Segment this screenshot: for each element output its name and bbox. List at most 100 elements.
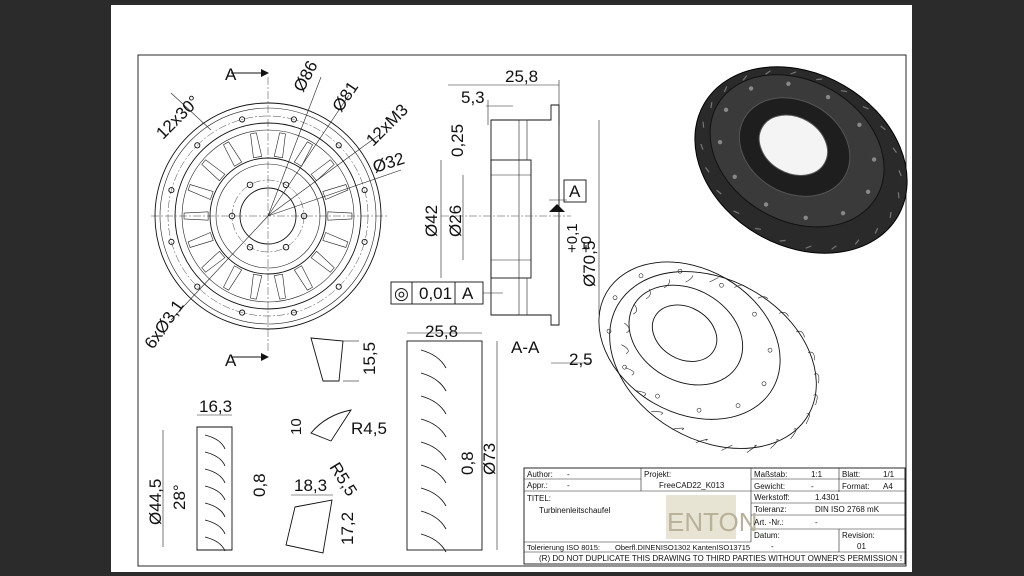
dim-unroll-d: Ø73 bbox=[480, 443, 499, 475]
blade-slot bbox=[187, 184, 214, 200]
blade-slot bbox=[187, 232, 214, 248]
strip-blade bbox=[204, 485, 226, 501]
drawing-sheet: A A Ø86 Ø81 12xM3 Ø32 12x30° 6xØ3,1 25,8… bbox=[111, 5, 912, 572]
datum-value: - bbox=[771, 542, 774, 551]
title-block: ENTON Author: - Appr.: - Projekt: FreeCA… bbox=[523, 467, 906, 565]
section-label: A-A bbox=[511, 338, 540, 357]
copyright-notice: (R) DO NOT DUPLICATE THIS DRAWING TO THI… bbox=[539, 554, 902, 563]
werkstoff-value: 1.4301 bbox=[815, 493, 840, 502]
dim-d26: Ø26 bbox=[446, 205, 465, 237]
appr-label: Appr.: bbox=[527, 481, 548, 490]
toleranz-value: DIN ISO 2768 mK bbox=[815, 505, 880, 514]
iso-dark-slot bbox=[840, 90, 848, 93]
iso-hole bbox=[696, 407, 702, 413]
dim-blade-angle: 28° bbox=[170, 484, 189, 510]
bolt-hole bbox=[335, 283, 342, 290]
strip-blade bbox=[204, 502, 226, 518]
iso-dark-slot bbox=[898, 170, 902, 177]
datum-label-tb: Datum: bbox=[754, 531, 780, 540]
werkstoff-label: Werkstoff: bbox=[754, 493, 790, 502]
dim-unroll-t: 0,8 bbox=[458, 451, 477, 475]
section-mark-top: A bbox=[225, 65, 237, 84]
dim-6xd31: 6xØ3,1 bbox=[141, 296, 188, 352]
bolt-hole bbox=[361, 187, 368, 194]
blade-slot bbox=[223, 141, 243, 167]
iso-slot bbox=[813, 394, 818, 406]
iso-dark-slot bbox=[874, 227, 879, 234]
iso-bolt-hole bbox=[717, 139, 723, 145]
iso-dark-slot bbox=[880, 125, 886, 131]
blade-slot bbox=[250, 273, 263, 300]
isometric-render-outline bbox=[598, 261, 820, 453]
iso-slot bbox=[807, 351, 816, 361]
iso-slot bbox=[621, 344, 629, 354]
inner-hole bbox=[300, 212, 308, 220]
iso-bolt-hole bbox=[825, 94, 831, 100]
bolt-hole bbox=[361, 238, 368, 245]
iso-dark-slot bbox=[765, 70, 771, 75]
iso-dark-slot bbox=[816, 78, 823, 81]
iso-slot bbox=[624, 322, 630, 334]
oberflaeche: Oberfl.DINENISO1302 KantenISO13715 bbox=[615, 543, 750, 552]
iso-hole bbox=[752, 311, 757, 317]
blade-slot bbox=[273, 132, 286, 159]
dim-w53: 5,3 bbox=[461, 88, 485, 107]
fcf-datum: A bbox=[462, 284, 474, 303]
iso-hole bbox=[735, 403, 741, 408]
iso-hole bbox=[638, 273, 644, 279]
titel-label: TITEL: bbox=[527, 494, 551, 503]
dim-tol-plus: +0,1 bbox=[564, 223, 581, 253]
iso-dark-slot bbox=[742, 75, 748, 81]
dim-sec-w: 18,3 bbox=[294, 476, 327, 495]
dim-r45: R4,5 bbox=[351, 419, 387, 438]
iso-dark-slot bbox=[700, 143, 704, 150]
dim-w25: 2,5 bbox=[569, 350, 593, 369]
inner-hole bbox=[282, 243, 290, 251]
unroll-blade bbox=[420, 441, 447, 461]
artnr-value: - bbox=[815, 518, 818, 527]
dim-sec-h: 17,2 bbox=[338, 512, 357, 545]
dim-tol-zero: +0 bbox=[578, 236, 595, 253]
dim-blade-small-h: 15,5 bbox=[360, 342, 379, 375]
tolerierung: Tolerierung ISO 8015: bbox=[527, 543, 600, 552]
iso-dark-slot bbox=[897, 192, 900, 199]
blade-slot bbox=[293, 265, 313, 291]
blatt-label: Blatt: bbox=[842, 470, 860, 479]
massstab-label: Maßstab: bbox=[754, 470, 787, 479]
iso-bolt-hole bbox=[871, 157, 877, 162]
blade-slot bbox=[273, 273, 286, 300]
blade-slot bbox=[293, 141, 313, 167]
toleranz-label: Toleranz: bbox=[754, 505, 786, 514]
iso-slot bbox=[663, 279, 670, 289]
iso-hole bbox=[622, 364, 627, 370]
datum-box bbox=[563, 179, 587, 203]
dim-t025: 0,25 bbox=[448, 124, 467, 157]
technical-drawing: A A Ø86 Ø81 12xM3 Ø32 12x30° 6xØ3,1 25,8… bbox=[137, 54, 908, 567]
dim-blade-10: 10 bbox=[288, 418, 305, 435]
dim-blade-w: 16,3 bbox=[199, 397, 232, 416]
bolt-hole bbox=[335, 142, 342, 149]
iso-dark-slot bbox=[779, 239, 786, 242]
bolt-hole bbox=[194, 142, 201, 149]
iso-slot bbox=[635, 390, 646, 397]
front-view: A A Ø86 Ø81 12xM3 Ø32 12x30° 6xØ3,1 bbox=[141, 58, 412, 370]
inner-hole bbox=[228, 212, 236, 220]
bolt-hole bbox=[194, 283, 201, 290]
iso-dark-slot bbox=[790, 71, 797, 75]
inner-hole bbox=[246, 181, 254, 189]
strip-blade bbox=[204, 536, 226, 552]
dim-d42: Ø42 bbox=[422, 205, 441, 237]
bolt-hole bbox=[290, 309, 297, 316]
appr-value: - bbox=[567, 481, 570, 490]
iso-dark-slot bbox=[733, 210, 740, 215]
iso-bolt-hole bbox=[723, 107, 729, 113]
iso-slot bbox=[734, 284, 745, 288]
iso-slot bbox=[805, 413, 810, 425]
blade-slot bbox=[183, 211, 209, 221]
isometric-render-dark bbox=[694, 66, 908, 254]
dim-d81: Ø81 bbox=[329, 78, 363, 115]
author-label: Author: bbox=[527, 470, 553, 479]
projekt-value: FreeCAD22_K013 bbox=[659, 481, 725, 490]
unroll-blade bbox=[420, 395, 447, 415]
projekt-label: Projekt: bbox=[644, 470, 671, 479]
